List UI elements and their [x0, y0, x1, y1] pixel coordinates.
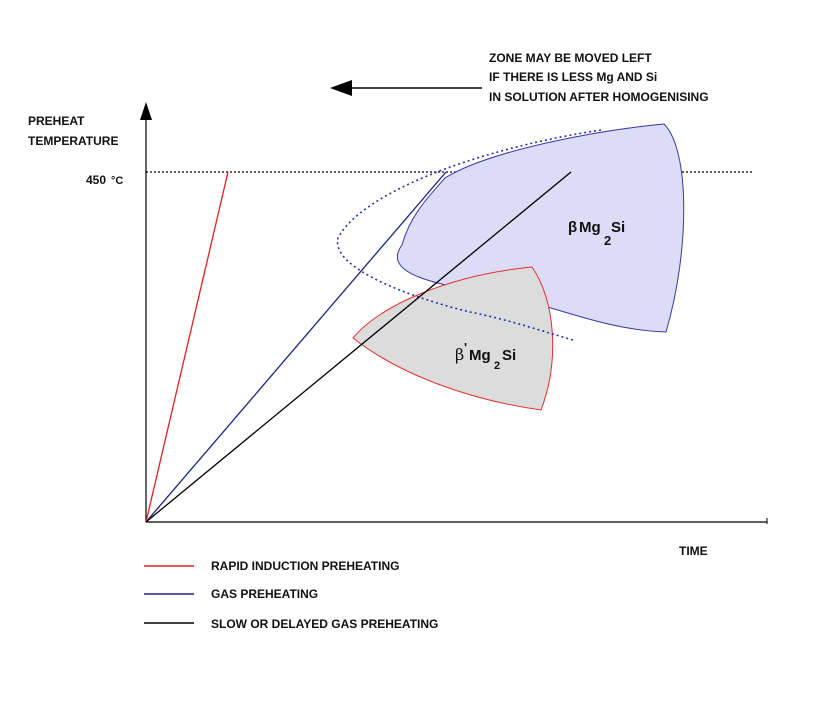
move-left-arrowhead	[330, 80, 352, 96]
beta-si: Si	[611, 219, 625, 236]
slow-gas-preheating-line	[145, 171, 572, 523]
note-line-1: ZONE MAY BE MOVED LEFT	[489, 51, 652, 65]
gas-preheating-line	[145, 171, 447, 523]
beta-prime-subscript: 2	[494, 360, 500, 372]
beta-prime-mg: Mg	[469, 347, 491, 364]
temp-450-value: 450	[86, 173, 106, 187]
beta-prime-mark: '	[464, 340, 467, 355]
beta-prime-zone-label: β ' Mg 2 Si	[455, 340, 516, 372]
shifted-zone-boundary	[336, 129, 602, 341]
beta-symbol: β	[568, 219, 577, 236]
y-axis-label-line-1: PREHEAT	[28, 114, 85, 128]
beta-mg: Mg	[579, 219, 601, 236]
beta-zone-label: β Mg 2 Si	[568, 219, 625, 248]
beta-prime-si: Si	[502, 347, 516, 364]
legend-label-rapid: RAPID INDUCTION PREHEATING	[211, 559, 399, 573]
temp-450-unit: °C	[111, 175, 123, 187]
x-axis-label: TIME	[679, 544, 708, 558]
note-line-3: IN SOLUTION AFTER HOMOGENISING	[489, 90, 709, 104]
rapid-induction-preheating-line	[145, 171, 229, 523]
beta-prime-mg2si-zone	[352, 266, 554, 411]
beta-prime-symbol: β	[455, 345, 464, 364]
beta-subscript: 2	[604, 233, 611, 248]
legend-label-slow: SLOW OR DELAYED GAS PREHEATING	[211, 617, 438, 631]
note-line-2: IF THERE IS LESS Mg AND Si	[489, 70, 657, 84]
legend: RAPID INDUCTION PREHEATING GAS PREHEATIN…	[144, 559, 438, 631]
legend-label-gas: GAS PREHEATING	[211, 587, 318, 601]
y-axis-arrowhead	[140, 102, 152, 120]
y-axis-label-line-2: TEMPERATURE	[28, 134, 118, 148]
